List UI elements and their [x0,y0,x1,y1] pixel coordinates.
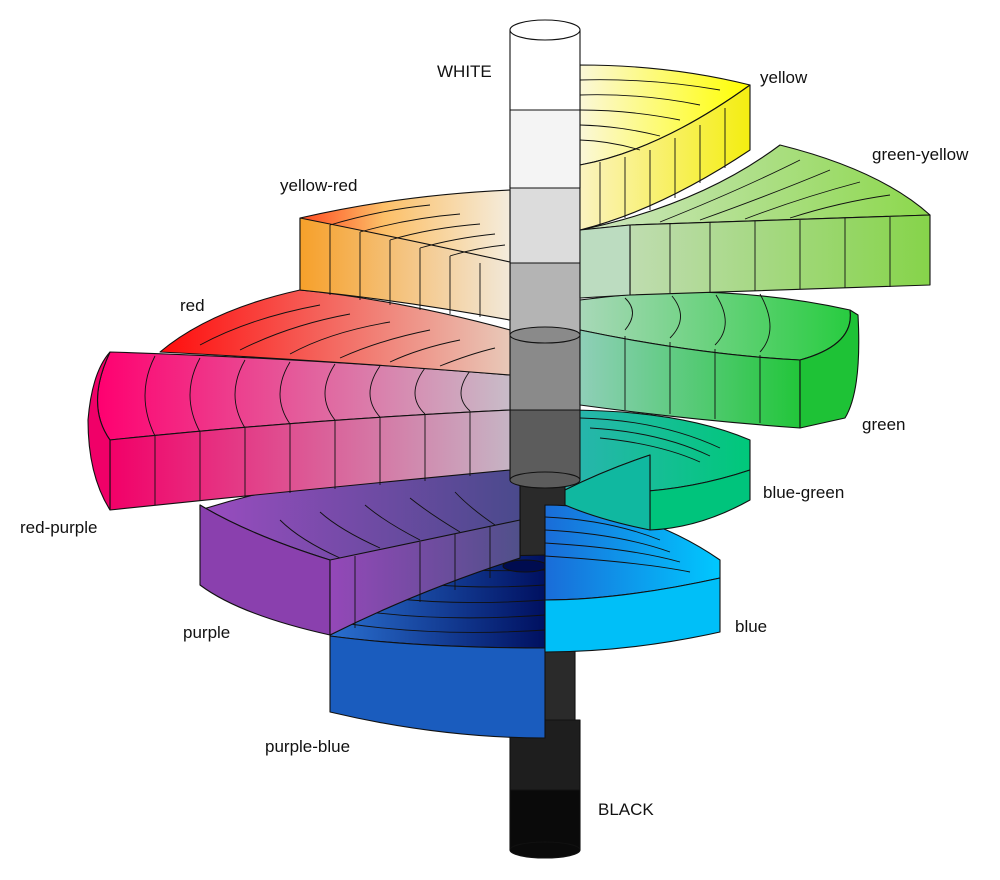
label-green: green [862,415,905,434]
label-yellow: yellow [760,68,808,87]
label-red-purple: red-purple [20,518,98,537]
hue-purple-leaf [199,467,521,636]
hue-green-yellow-leaf [579,144,931,299]
label-blue: blue [735,617,767,636]
hue-yellow-leaf [579,64,751,231]
label-yellow-red: yellow-red [280,176,357,195]
hue-red-purple-leaf [87,351,511,511]
label-purple: purple [183,623,230,642]
label-white: WHITE [437,62,492,81]
hue-blue-green-leaf [564,409,751,531]
label-blue-green: blue-green [763,483,844,502]
value-axis-upper [509,184,581,344]
label-black: BLACK [598,800,654,819]
hue-yellow-red-leaf [299,189,511,321]
hue-red-leaf [159,289,511,376]
hue-green-leaf [579,291,860,429]
label-purple-blue: purple-blue [265,737,350,756]
label-green-yellow: green-yellow [872,145,969,164]
label-red: red [180,296,205,315]
hue-blue-leaf [544,504,721,653]
value-axis-top [509,19,581,189]
value-axis-middle [509,329,581,489]
